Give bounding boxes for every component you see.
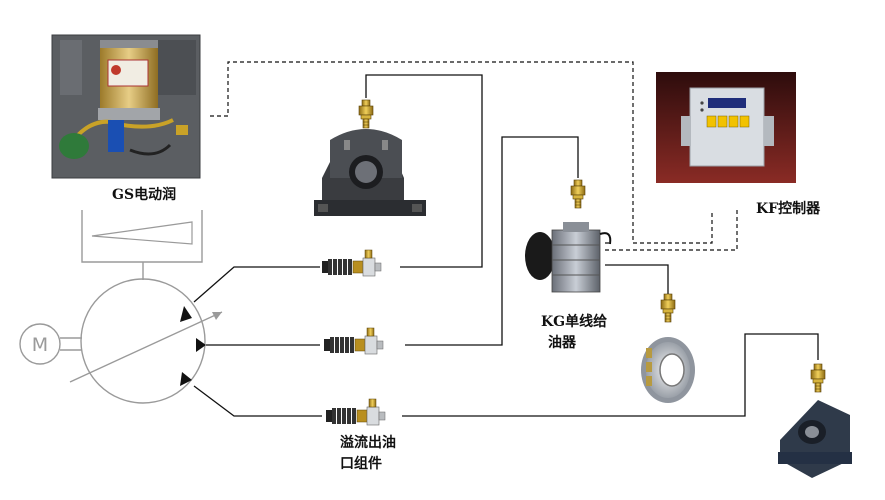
- motor-symbol: M: [32, 334, 48, 356]
- pump-signal-dashed-line: [210, 61, 713, 244]
- roller-bearing-photo: [641, 337, 695, 403]
- plummer-block-photo: [314, 129, 426, 216]
- outlet-arrow-3: [180, 372, 192, 386]
- distributor-photo: [525, 222, 612, 293]
- controller-label: KF控制器: [756, 201, 821, 217]
- overflow-label-line-1: 溢流出油: [340, 435, 396, 451]
- fitting-distributor: [570, 179, 586, 209]
- fitting-plummer-block: [358, 99, 374, 129]
- pump-schematic: [19, 210, 223, 404]
- distributor-label-line-1: KG单线给: [541, 314, 608, 330]
- distributor-label-line-2: 油器: [548, 335, 576, 351]
- fitting-bearing: [660, 293, 676, 323]
- spring-valve-2: [323, 327, 384, 355]
- outlet-arrow-2: [196, 338, 206, 352]
- pump-photo: [51, 34, 201, 179]
- controller-photo: [656, 72, 796, 183]
- outlet-arrow-1: [180, 306, 192, 322]
- overflow-label-line-2: 口组件: [340, 456, 382, 472]
- pillow-block-photo: [778, 400, 852, 478]
- spring-valve-1: [321, 249, 382, 277]
- pump-label: GS电动润: [112, 187, 177, 203]
- spring-valve-3: [325, 398, 386, 426]
- fitting-pillow-block: [810, 363, 826, 393]
- distributor-signal-dashed-line: [605, 210, 738, 251]
